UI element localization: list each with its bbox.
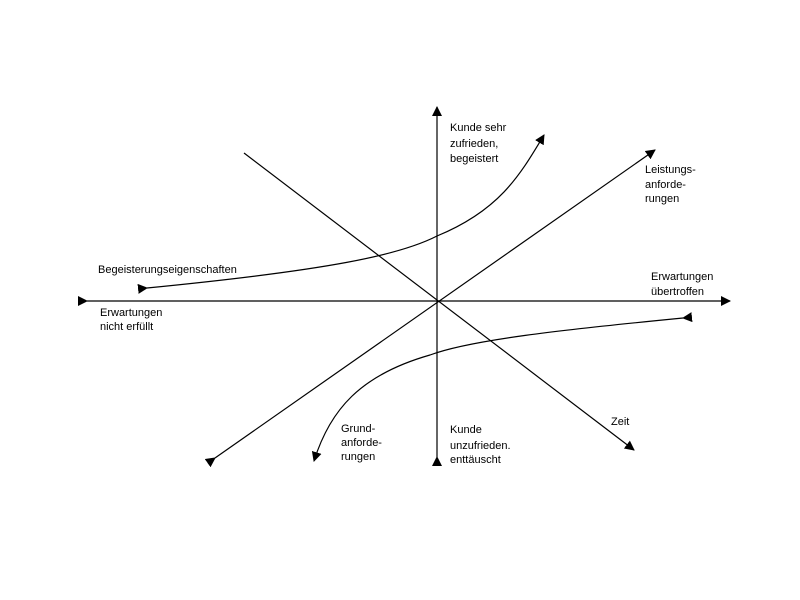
top-axis-label: Kunde sehr zufrieden, begeistert [450,122,509,165]
performance-label: Leistungs- anforde- rungen [645,164,699,205]
time-label: Zeit [611,416,629,428]
performance-line [204,149,656,468]
basic-label: Grund- anforde- rungen [341,423,385,463]
excitement-curve [137,134,545,294]
bottom-axis-label: Kunde unzufrieden. enttäuscht [450,424,514,466]
excitement-label: Begeisterungseigenschaften [98,264,237,276]
right-axis-label: Erwartungen übertroffen [651,271,716,298]
basic-curve [311,312,693,462]
left-axis-label: Erwartungen nicht erfüllt [100,307,165,333]
